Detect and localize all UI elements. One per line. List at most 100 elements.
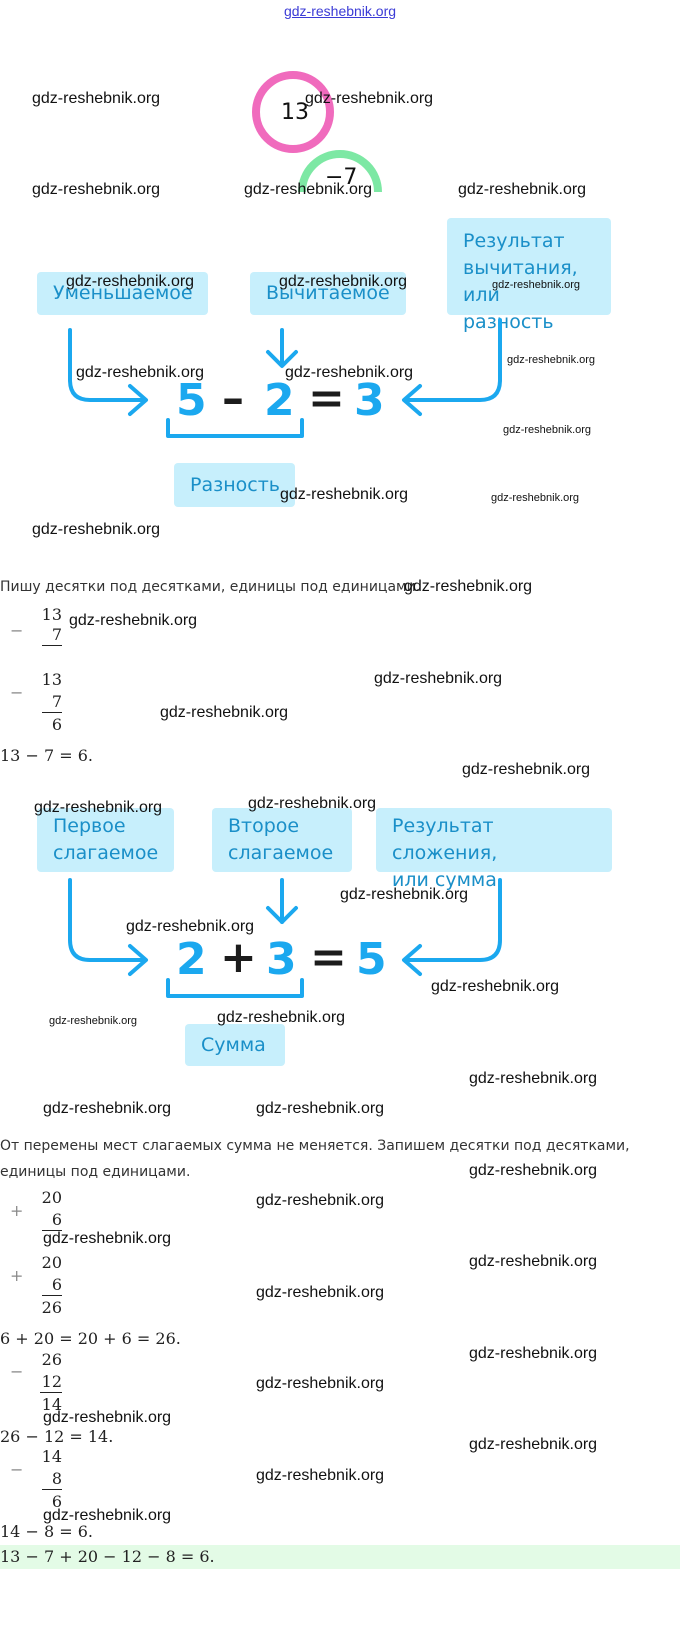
label-line: Результат сложения, xyxy=(392,815,498,864)
equation-minuend: 5 xyxy=(176,375,207,426)
watermark: gdz-reshebnik.org xyxy=(49,1015,138,1027)
equation-addend2: 3 xyxy=(266,934,297,985)
subtrahend-label: Вычитаемое xyxy=(250,272,406,315)
watermark: gdz-reshebnik.org xyxy=(492,279,581,291)
column-top: 20 xyxy=(41,1188,62,1207)
watermark: gdz-reshebnik.org xyxy=(469,1436,598,1453)
equation-plus: + xyxy=(220,932,257,983)
circle-number-minus7: −7 xyxy=(325,165,358,190)
watermark: gdz-reshebnik.org xyxy=(217,1009,346,1026)
arrow-icon xyxy=(403,878,502,962)
watermark: gdz-reshebnik.org xyxy=(43,1409,172,1426)
column-result: 14 xyxy=(41,1395,62,1414)
number-circles-illustration xyxy=(252,71,382,192)
column-top: 20 xyxy=(41,1253,62,1272)
result-line: Результат xyxy=(463,230,565,252)
instruction-text: От перемены мест слагаемых сумма не меня… xyxy=(0,1138,630,1154)
minuend-label: Уменьшаемое xyxy=(37,272,208,315)
label-line: Второе xyxy=(228,815,300,837)
watermark: gdz-reshebnik.org xyxy=(256,1100,385,1117)
watermark: gdz-reshebnik.org xyxy=(160,704,289,721)
equation-equals: = xyxy=(308,373,345,424)
arrowhead-icon xyxy=(402,944,422,976)
watermark: gdz-reshebnik.org xyxy=(279,273,408,290)
equation-minus: – xyxy=(222,373,244,424)
watermark: gdz-reshebnik.org xyxy=(340,886,469,903)
column-bottom: 7 xyxy=(42,625,62,646)
column-top: 14 xyxy=(41,1447,62,1466)
sum-text: Сумма xyxy=(201,1033,266,1056)
subtrahend-text: Вычитаемое xyxy=(266,282,390,304)
result-equation: 26 − 12 = 14. xyxy=(0,1427,114,1446)
column-result: 6 xyxy=(51,715,62,734)
column-addition: 20 6 26 xyxy=(30,1253,62,1319)
watermark: gdz-reshebnik.org xyxy=(491,492,580,504)
column-subtraction: 13 7 xyxy=(30,605,62,651)
watermark: gdz-reshebnik.org xyxy=(469,1162,598,1179)
green-arc xyxy=(298,150,382,192)
pink-circle xyxy=(252,71,334,153)
equation-addend1: 2 xyxy=(176,934,207,985)
column-top: 13 xyxy=(41,605,62,624)
arrowhead-icon xyxy=(266,350,298,368)
arrowhead-icon xyxy=(128,944,148,976)
watermark: gdz-reshebnik.org xyxy=(507,354,596,366)
watermark: gdz-reshebnik.org xyxy=(66,273,195,290)
addend1-label: Первое слагаемое xyxy=(37,808,174,872)
instruction-text: единицы под единицами. xyxy=(0,1164,191,1180)
result-equation: 6 + 20 = 20 + 6 = 26. xyxy=(0,1329,181,1348)
column-subtraction: 26 12 14 xyxy=(30,1350,62,1416)
watermark: gdz-reshebnik.org xyxy=(285,364,414,381)
bracket-icon xyxy=(166,978,304,998)
equation-equals: = xyxy=(310,932,347,983)
column-addition: 20 6 xyxy=(30,1188,62,1234)
column-subtraction: 14 8 6 xyxy=(30,1447,62,1513)
label-line: слагаемое xyxy=(228,842,334,864)
watermark: gdz-reshebnik.org xyxy=(32,90,161,107)
watermark: gdz-reshebnik.org xyxy=(43,1230,172,1247)
watermark: gdz-reshebnik.org xyxy=(469,1070,598,1087)
equation-difference: 3 xyxy=(354,375,385,426)
minuend-text: Уменьшаемое xyxy=(53,282,193,304)
column-result: 6 xyxy=(51,1492,62,1511)
watermark: gdz-reshebnik.org xyxy=(280,486,409,503)
column-top: 26 xyxy=(41,1350,62,1369)
watermark: gdz-reshebnik.org xyxy=(404,578,533,595)
arrow-icon xyxy=(68,328,147,402)
arrow-icon xyxy=(403,318,502,402)
watermark: gdz-reshebnik.org xyxy=(126,918,255,935)
watermark: gdz-reshebnik.org xyxy=(469,1345,598,1362)
watermark: gdz-reshebnik.org xyxy=(43,1100,172,1117)
arrowhead-icon xyxy=(266,906,298,924)
watermark: gdz-reshebnik.org xyxy=(69,612,198,629)
watermark: gdz-reshebnik.org xyxy=(43,1507,172,1524)
addend2-label: Второе слагаемое xyxy=(212,808,352,872)
watermark: gdz-reshebnik.org xyxy=(256,1192,385,1209)
column-bottom: 6 xyxy=(42,1210,62,1231)
watermark: gdz-reshebnik.org xyxy=(248,795,377,812)
column-sign: − xyxy=(10,1460,24,1479)
site-link[interactable]: gdz-reshebnik.org xyxy=(283,3,397,19)
arrow-icon xyxy=(68,878,147,962)
circle-number-13: 13 xyxy=(281,100,309,125)
sum-result-label: Результат сложения, или сумма xyxy=(376,808,612,891)
label-line: Первое xyxy=(53,815,126,837)
watermark: gdz-reshebnik.org xyxy=(458,181,587,198)
watermark: gdz-reshebnik.org xyxy=(431,978,560,995)
watermark: gdz-reshebnik.org xyxy=(244,181,373,198)
column-bottom: 8 xyxy=(42,1469,62,1490)
watermark: gdz-reshebnik.org xyxy=(374,670,503,687)
watermark: gdz-reshebnik.org xyxy=(256,1284,385,1301)
watermark: gdz-reshebnik.org xyxy=(34,799,163,816)
watermark: gdz-reshebnik.org xyxy=(76,364,205,381)
difference-bracket-label: Разность xyxy=(174,463,295,507)
difference-text: Разность xyxy=(190,473,280,496)
column-bottom: 6 xyxy=(42,1275,62,1296)
column-top: 13 xyxy=(41,670,62,689)
watermark: gdz-reshebnik.org xyxy=(305,90,434,107)
column-bottom: 7 xyxy=(42,692,62,713)
column-sign: − xyxy=(10,683,24,702)
column-sign: + xyxy=(10,1201,24,1220)
column-sign: − xyxy=(10,1362,24,1381)
